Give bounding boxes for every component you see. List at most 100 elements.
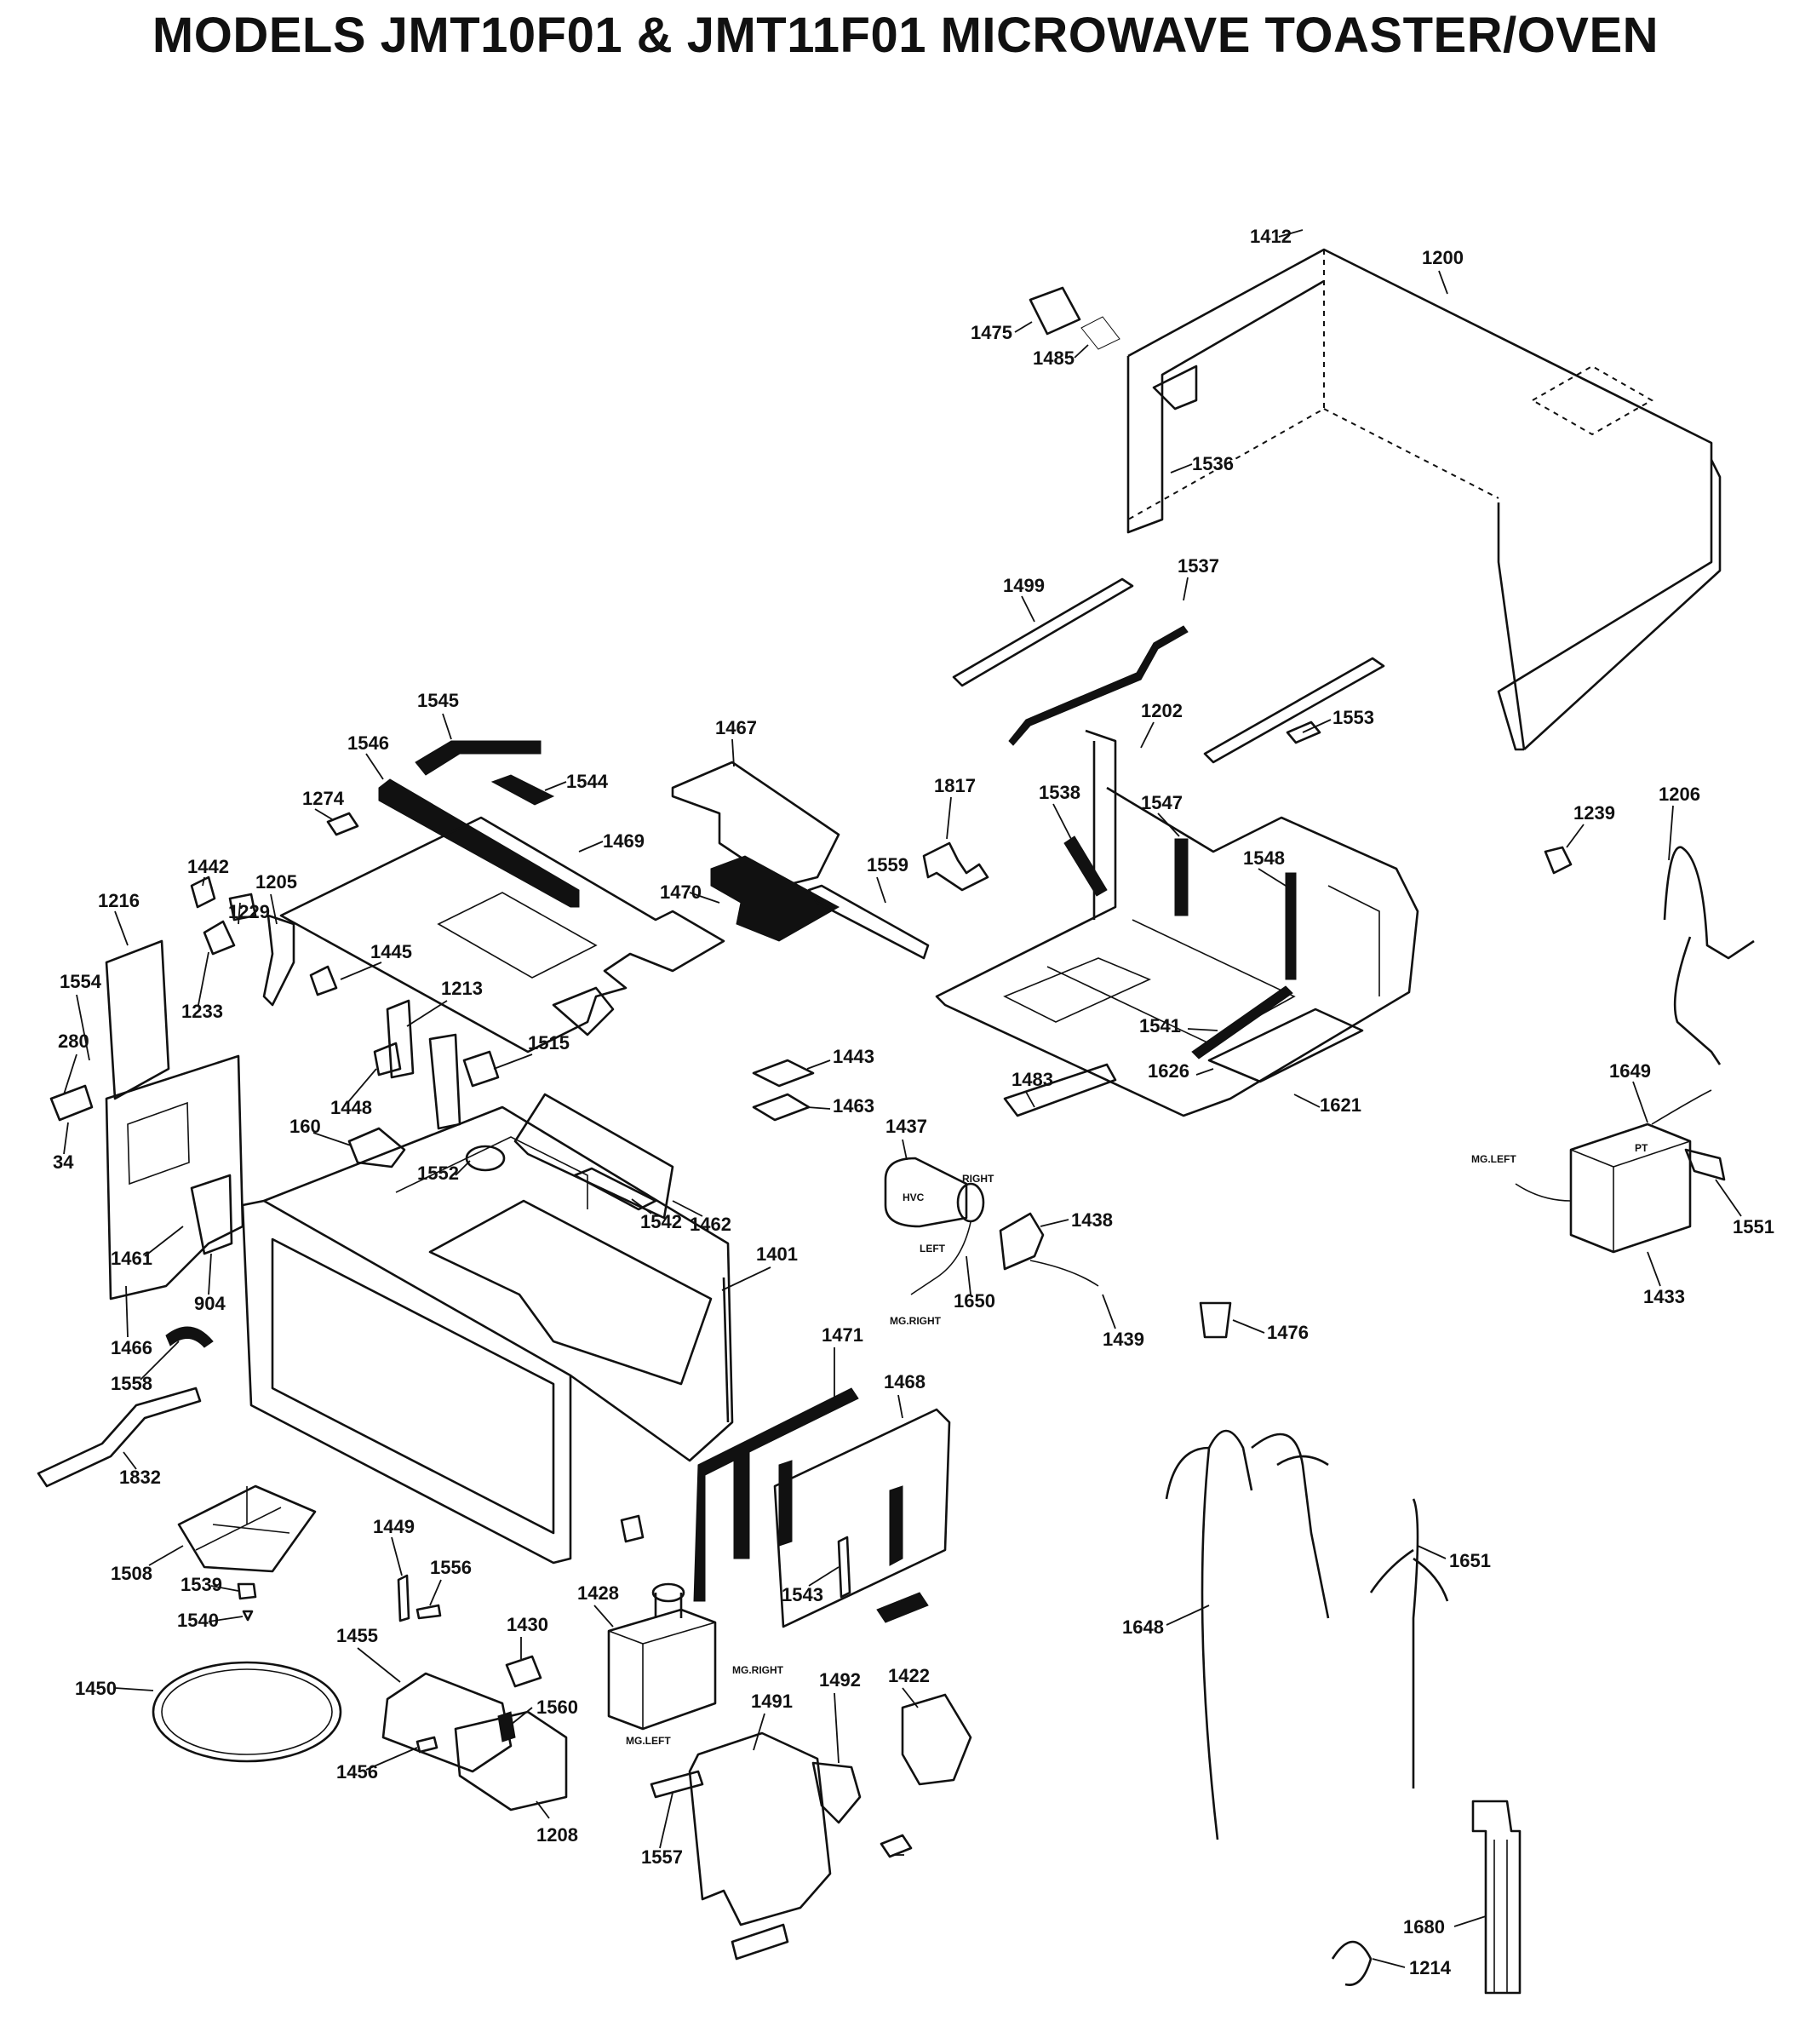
part-1448-switch [373,1042,402,1077]
part-number-label: 1540 [177,1610,219,1631]
part-number-label: 1422 [888,1665,930,1686]
transformer: PT MG.LEFT [1471,1089,1712,1254]
part-number-label: 1680 [1403,1916,1445,1938]
transformer-label-mg-left: MG.LEFT [1471,1153,1516,1165]
capacitor-label-left: LEFT [920,1243,946,1255]
part-number-label: 1544 [566,771,609,792]
part-1541-pad-door [778,1460,793,1547]
part-number-label: 1538 [1039,782,1080,803]
part-number-label: 1449 [373,1516,415,1537]
part-number-label: 1466 [111,1337,152,1358]
part-160-switch [347,1127,406,1168]
part-number-label: 1508 [111,1563,152,1584]
part-number-label: 1229 [228,901,270,922]
part-1554-pad [620,1514,645,1543]
part-number-label: 1499 [1003,575,1045,596]
part-number-label: 1468 [884,1371,926,1392]
main-chassis [935,729,1419,1117]
part-1544-pad-door [889,1485,903,1566]
part-1832-element [37,1387,202,1488]
part-1548-strip [1285,872,1297,980]
part-1544-pad-lower [876,1592,929,1623]
part-number-label: 1205 [255,871,297,893]
part-number-label: 1213 [441,978,483,999]
part-1680-lead-bundle [1471,1800,1522,1995]
part-number-label: 1483 [1012,1069,1053,1090]
transformer-label-pt: PT [1635,1142,1648,1154]
part-number-label: 1463 [833,1095,874,1117]
part-1546-gasket [378,778,580,908]
part-1556-clip [415,1604,442,1620]
part-number-label: 1485 [1033,347,1075,369]
part-1468-panel [773,1408,951,1628]
magnetron-label-mg-left: MG.LEFT [626,1735,671,1747]
part-number-label: 1461 [111,1248,152,1269]
part-number-label: 1443 [833,1046,874,1067]
part-1206-harness [1663,846,1755,1065]
part-1557-bar [650,1770,704,1799]
part-1229-spring [228,893,257,922]
part-number-label: 1445 [370,941,412,962]
part-number-label: 1560 [536,1697,578,1718]
part-number-label: 1539 [181,1574,222,1595]
part-1443-bracket [752,1059,815,1088]
part-1559-shaft [807,884,930,960]
part-number-label: 1467 [715,717,757,738]
part-1648-harness [1165,1429,1330,1840]
part-number-label: 1491 [751,1691,793,1712]
part-1651-harness [1369,1498,1449,1788]
part-1456-screw [415,1736,438,1754]
part-1422-motor [901,1693,972,1786]
part-1430-thermostat [505,1655,542,1688]
capacitor-label-hvc: HVC [903,1191,925,1203]
part-number-label: 1214 [1409,1957,1452,1978]
part-number-label: 1492 [819,1669,861,1691]
outer-cabinet [1126,248,1722,751]
part-number-label: 1543 [782,1584,823,1605]
part-number-label: 1239 [1573,802,1615,824]
part-1485-pad [1080,316,1120,350]
part-1540-screw [242,1610,254,1622]
part-1438-bracket [999,1212,1045,1271]
part-number-label: 1448 [330,1097,372,1118]
part-number-label: 1515 [528,1032,570,1054]
part-904-bracket [190,1174,233,1255]
magnetron: MG.RIGHT MG.LEFT [607,1582,784,1747]
part-number-label: 1621 [1320,1094,1361,1116]
part-number-label: 1537 [1178,555,1219,577]
part-number-label: 1546 [347,732,389,754]
part-1515-switch [462,1050,500,1088]
part-number-label: 1430 [507,1614,548,1635]
part-1442-switch [190,876,216,909]
part-number-label: 1433 [1643,1286,1685,1307]
part-1239-grommet [1544,846,1573,875]
part-number-label: 1554 [60,971,102,992]
part-number-label: 1542 [640,1211,682,1232]
part-number-label: 1650 [954,1290,995,1312]
oven-cavity [241,1105,734,1565]
part-number-label: 1649 [1609,1060,1651,1082]
part-number-label: 34 [53,1151,74,1173]
part-1471-gasket [693,1387,859,1602]
part-number-label: 1626 [1148,1060,1189,1082]
part-1216-panel [105,939,170,1100]
part-1508-fan [177,1484,317,1573]
part-number-label: 1476 [1267,1322,1309,1343]
leader-lines [63,229,1742,1968]
capacitor-label-mg-right: MG.RIGHT [890,1315,942,1327]
part-number-label: 1412 [1250,226,1292,247]
part-1476-cap [1199,1301,1232,1339]
part-280-lamp [49,1084,94,1122]
part-number-label: 1233 [181,1001,223,1022]
part-1536-gasket-frame [513,1093,674,1220]
part-number-label: 1439 [1103,1329,1144,1350]
part-number-label: 1471 [822,1324,863,1346]
part-number-labels: 1412 1200 1475 1485 1536 1499 1537 1553 … [53,226,1774,1978]
part-1449-rod [397,1574,410,1622]
part-number-label: 1200 [1422,247,1464,268]
part-number-label: 1438 [1071,1209,1113,1231]
part-1560-pad [497,1711,516,1743]
part-1547-strip [1174,838,1189,916]
part-number-label: 1547 [1141,792,1183,813]
